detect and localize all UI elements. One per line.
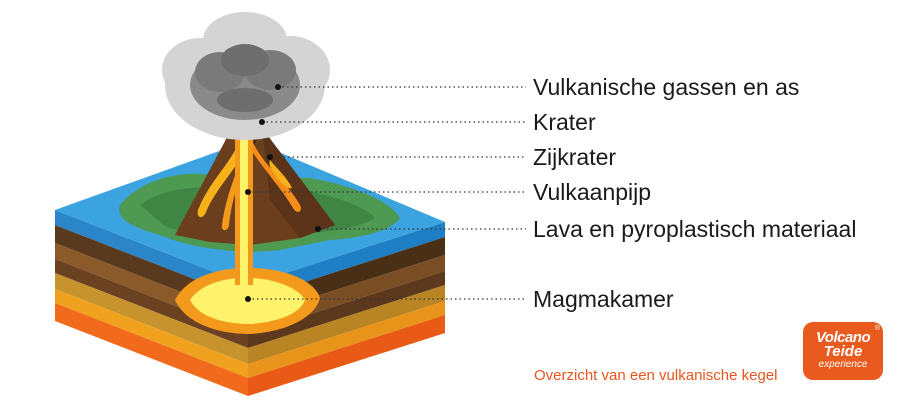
label-conduit: Vulkaanpijp [533, 179, 652, 205]
label-gases: Vulkanische gassen en as [533, 74, 800, 100]
ground-left-face [55, 210, 248, 396]
logo-line-teide: Teide [823, 343, 863, 360]
volcano-teide-logo: ® Volcano Teide experience [803, 322, 883, 380]
label-side-crater: Zijkrater [533, 144, 617, 170]
registered-mark: ® [874, 325, 880, 332]
label-lava: Lava en pyroplastisch materiaal [533, 216, 857, 242]
logo-line-volcano: Volcano [815, 329, 871, 346]
diagram-caption: Overzicht van een vulkanische kegel [534, 367, 778, 384]
leader-lines [248, 86, 526, 300]
logo-line-experience: experience [818, 359, 868, 370]
ash-cloud [162, 12, 330, 140]
label-magma-chamber: Magmakamer [533, 286, 674, 312]
leader-dots [245, 84, 321, 302]
label-crater: Krater [533, 109, 596, 135]
